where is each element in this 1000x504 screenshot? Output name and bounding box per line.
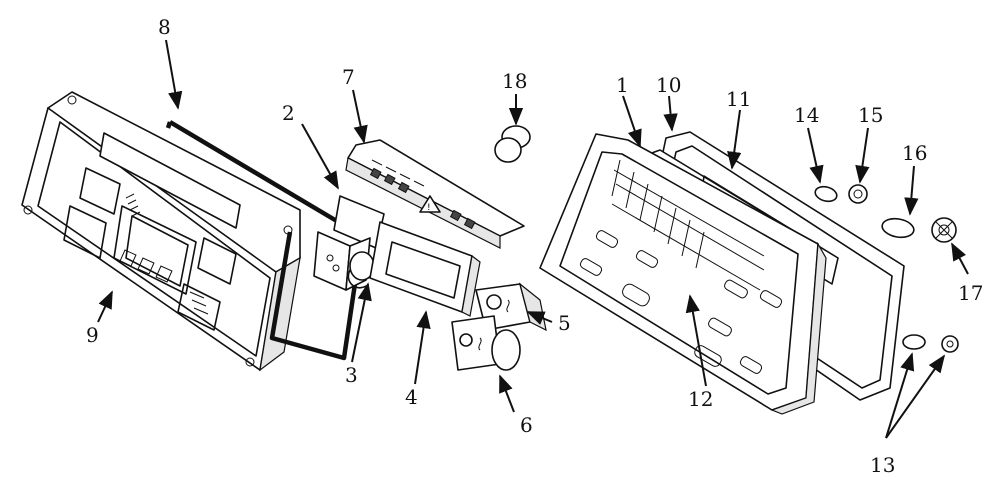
callout-3: 3 <box>345 363 358 387</box>
bulb-13 <box>902 334 926 350</box>
lcd-module <box>369 221 481 317</box>
leader-arrows <box>97 39 969 439</box>
bulb-holder-15 <box>848 184 868 204</box>
callout-14: 14 <box>794 103 819 127</box>
callout-4: 4 <box>405 385 418 409</box>
indicator-panel: ! <box>345 139 525 249</box>
bulb-cap <box>494 125 531 163</box>
svg-text:!: ! <box>427 203 431 213</box>
callout-8: 8 <box>158 15 171 39</box>
callout-2: 2 <box>282 101 295 125</box>
indicator-lamp <box>347 251 375 289</box>
gasket <box>168 120 365 361</box>
main-housing <box>539 133 827 415</box>
callout-10: 10 <box>656 73 681 97</box>
right-socket-lower <box>451 315 521 371</box>
callout-9: 9 <box>86 323 99 347</box>
bulb-14 <box>814 185 838 203</box>
callout-5: 5 <box>558 311 571 335</box>
callout-1: 1 <box>616 73 629 97</box>
callout-18: 18 <box>502 69 527 93</box>
callouts: 1 2 3 4 5 6 7 8 9 10 11 12 13 14 15 16 1… <box>86 15 983 477</box>
front-bezel <box>21 91 301 372</box>
callout-15: 15 <box>858 103 883 127</box>
bulb-holder-13 <box>941 335 959 353</box>
callout-6: 6 <box>520 413 533 437</box>
callout-11: 11 <box>726 87 751 111</box>
bulb-16 <box>881 217 915 239</box>
callout-16: 16 <box>902 141 927 165</box>
callout-17: 17 <box>958 281 983 305</box>
callout-12: 12 <box>688 387 713 411</box>
bulb-holder-17 <box>931 217 957 243</box>
callout-13: 13 <box>870 453 895 477</box>
gasket-lower-edge <box>165 121 173 129</box>
callout-7: 7 <box>342 65 355 89</box>
